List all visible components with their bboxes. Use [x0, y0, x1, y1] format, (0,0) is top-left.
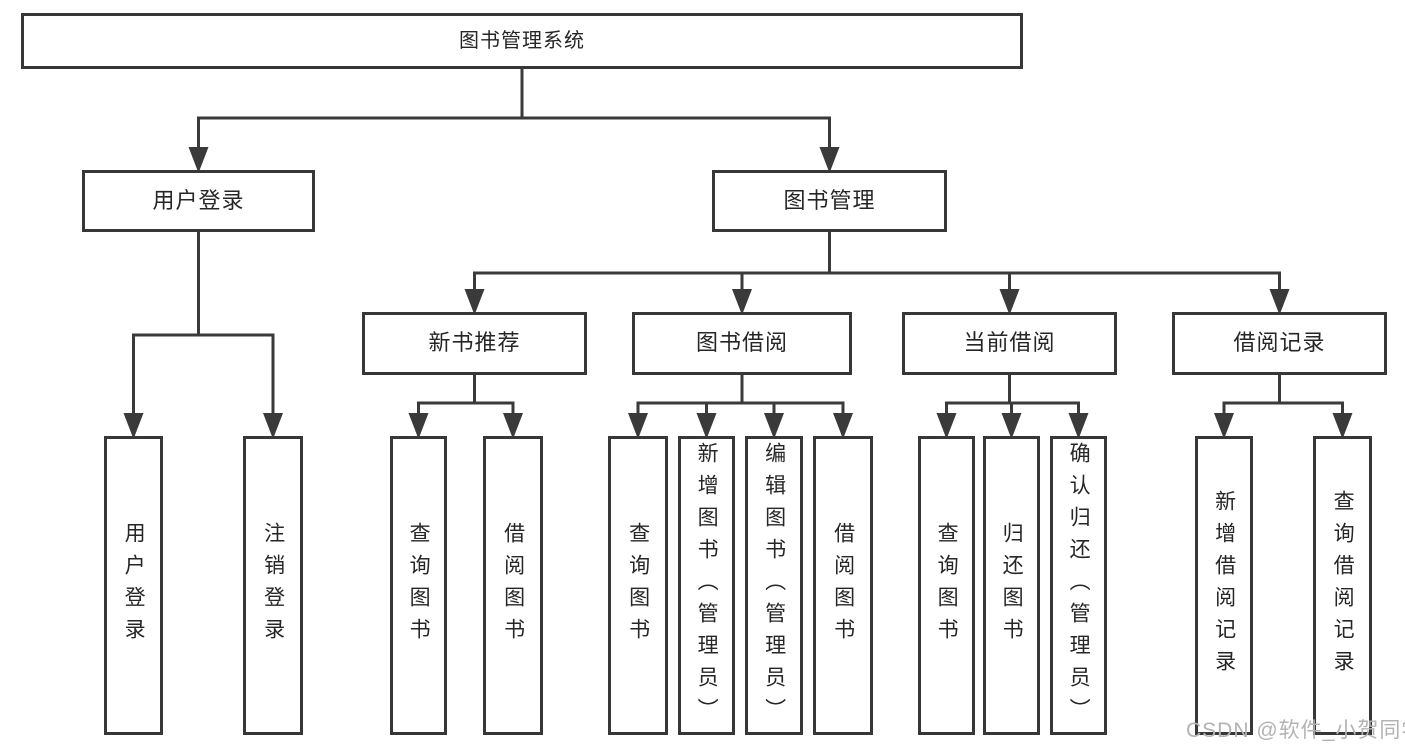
- node-rec: 新书推荐: [362, 312, 587, 375]
- node-label-recQuery: 查询图书: [407, 521, 431, 650]
- node-label-mgmt: 图书管理: [783, 187, 876, 213]
- node-borQuery: 查询图书: [608, 436, 668, 735]
- node-borEdit: 编辑图书（管理员）: [745, 436, 803, 735]
- node-label-borQuery: 查询图书: [626, 521, 650, 650]
- node-label-root: 图书管理系统: [459, 30, 585, 52]
- node-root: 图书管理系统: [21, 13, 1023, 69]
- watermark: CSDN @软件_小贺同学: [1186, 719, 1405, 742]
- node-borBorrow: 借阅图书: [813, 436, 873, 735]
- node-current: 当前借阅: [902, 312, 1117, 375]
- node-label-borEdit: 编辑图书（管理员）: [762, 441, 786, 730]
- node-curQuery: 查询图书: [918, 436, 975, 735]
- node-label-curReturn: 归还图书: [1000, 521, 1024, 650]
- node-label-records: 借阅记录: [1233, 330, 1326, 356]
- node-leafLogin: 用户登录: [104, 436, 163, 735]
- node-label-login: 用户登录: [152, 187, 245, 213]
- node-label-rcdQuery: 查询借阅记录: [1331, 489, 1355, 682]
- node-curReturn: 归还图书: [983, 436, 1040, 735]
- node-records: 借阅记录: [1172, 312, 1387, 375]
- node-label-leafLogout: 注销登录: [261, 521, 285, 650]
- node-label-recBorrow: 借阅图书: [501, 521, 525, 650]
- node-rcdQuery: 查询借阅记录: [1313, 436, 1372, 735]
- node-borrow: 图书借阅: [632, 312, 852, 375]
- node-label-borAdd: 新增图书（管理员）: [695, 441, 719, 730]
- node-rcdAdd: 新增借阅记录: [1195, 436, 1253, 735]
- node-mgmt: 图书管理: [712, 170, 947, 232]
- node-leafLogout: 注销登录: [243, 436, 303, 735]
- node-label-borBorrow: 借阅图书: [831, 521, 855, 650]
- node-label-curConfirm: 确认归还（管理员）: [1067, 441, 1091, 730]
- node-label-borrow: 图书借阅: [695, 330, 788, 356]
- node-label-curQuery: 查询图书: [935, 521, 959, 650]
- node-label-rec: 新书推荐: [428, 330, 521, 356]
- node-borAdd: 新增图书（管理员）: [678, 436, 735, 735]
- node-curConfirm: 确认归还（管理员）: [1050, 436, 1107, 735]
- node-label-rcdAdd: 新增借阅记录: [1212, 489, 1236, 682]
- node-label-current: 当前借阅: [963, 330, 1056, 356]
- node-label-leafLogin: 用户登录: [122, 521, 146, 650]
- node-recBorrow: 借阅图书: [483, 436, 543, 735]
- node-recQuery: 查询图书: [390, 436, 447, 735]
- node-login: 用户登录: [82, 170, 315, 232]
